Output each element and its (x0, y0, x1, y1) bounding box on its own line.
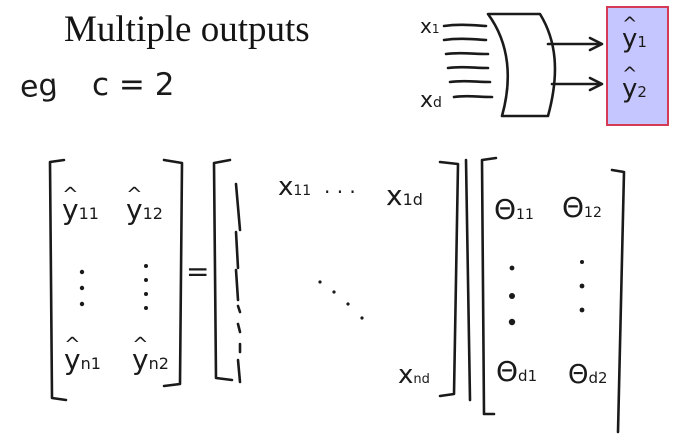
equals-sign: = (186, 255, 210, 288)
output-box (606, 6, 669, 126)
slide-title: Multiple outputs (64, 9, 310, 50)
x-row-ellipsis: · · · (324, 180, 356, 204)
x-nd: xnd (398, 360, 430, 390)
output-y1-label: ^y1 (622, 14, 647, 54)
theta-11: Θ11 (494, 193, 534, 226)
x-1d: x1d (386, 179, 423, 212)
y-hat-11: ^y11 (62, 183, 99, 226)
y-hat-n2: ^yn2 (132, 333, 169, 376)
theta-12: Θ12 (562, 191, 602, 224)
input-x1-label: x1 (420, 14, 440, 38)
output-y2-label: ^y2 (622, 64, 647, 104)
theta-d2: Θd2 (568, 360, 608, 390)
input-xd-label: xd (420, 88, 442, 113)
x-11: x11 (278, 172, 312, 202)
theta-d1: Θd1 (496, 355, 538, 388)
y-hat-12: ^y12 (126, 183, 163, 226)
y-hat-n1: ^yn1 (64, 333, 101, 376)
example-condition: c = 2 (92, 67, 175, 103)
x-ones-column: 1 (230, 176, 231, 177)
